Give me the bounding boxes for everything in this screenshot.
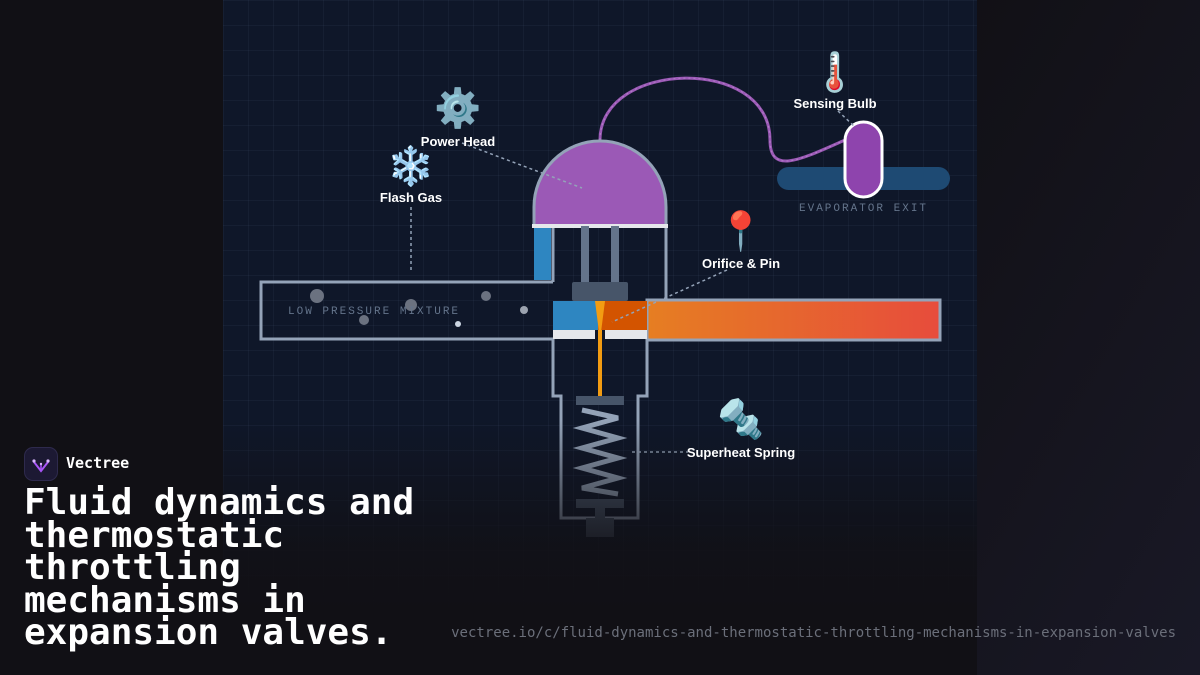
flash-gas-bubbles	[310, 289, 528, 327]
orifice-seat-left	[553, 330, 595, 339]
bolt-icon: 🔩	[717, 397, 765, 441]
low-pressure-mixture-tag: LOW PRESSURE MIXTURE	[288, 306, 461, 318]
push-rod-right	[611, 226, 619, 284]
flash-gas-label: Flash Gas	[379, 190, 443, 205]
orifice-seat-right	[605, 330, 647, 339]
brand-logo	[24, 447, 58, 481]
pin-icon: 📍	[717, 209, 765, 253]
orifice-liquid-high	[598, 301, 647, 330]
rod-block	[572, 282, 628, 301]
source-url: vectree.io/c/fluid-dynamics-and-thermost…	[451, 625, 1176, 641]
orifice-liquid-low	[553, 301, 598, 330]
orifice-pin-label: Orifice & Pin	[701, 256, 781, 271]
power-head-dome	[532, 139, 668, 228]
pin-stem	[598, 330, 602, 396]
leader-lines	[410, 110, 856, 453]
snowflake-icon: ❄️	[387, 144, 435, 188]
sensing-bulb	[843, 120, 884, 199]
vectree-logo-icon	[32, 459, 50, 473]
gear-icon: ⚙️	[434, 86, 482, 130]
brand-name: Vectree	[66, 454, 130, 472]
superheat-spring-label: Superheat Spring	[686, 445, 796, 460]
push-rod-left	[581, 226, 589, 284]
spring-top-plate	[576, 396, 624, 405]
low-pressure-liquid	[534, 228, 551, 280]
needle-pin	[595, 301, 605, 340]
panel-fade	[223, 420, 977, 675]
diaphragm	[532, 224, 668, 228]
evaporator-exit-tag: EVAPORATOR EXIT	[799, 203, 929, 215]
low-pressure-channel	[259, 280, 553, 341]
capillary-tube	[598, 76, 846, 163]
sensing-bulb-label: Sensing Bulb	[793, 96, 877, 111]
high-pressure-inlet	[645, 298, 942, 342]
power-head-label: Power Head	[420, 134, 496, 149]
thermometer-icon: 🌡️	[811, 50, 859, 94]
page-title: Fluid dynamics and thermostatic throttli…	[24, 482, 415, 653]
